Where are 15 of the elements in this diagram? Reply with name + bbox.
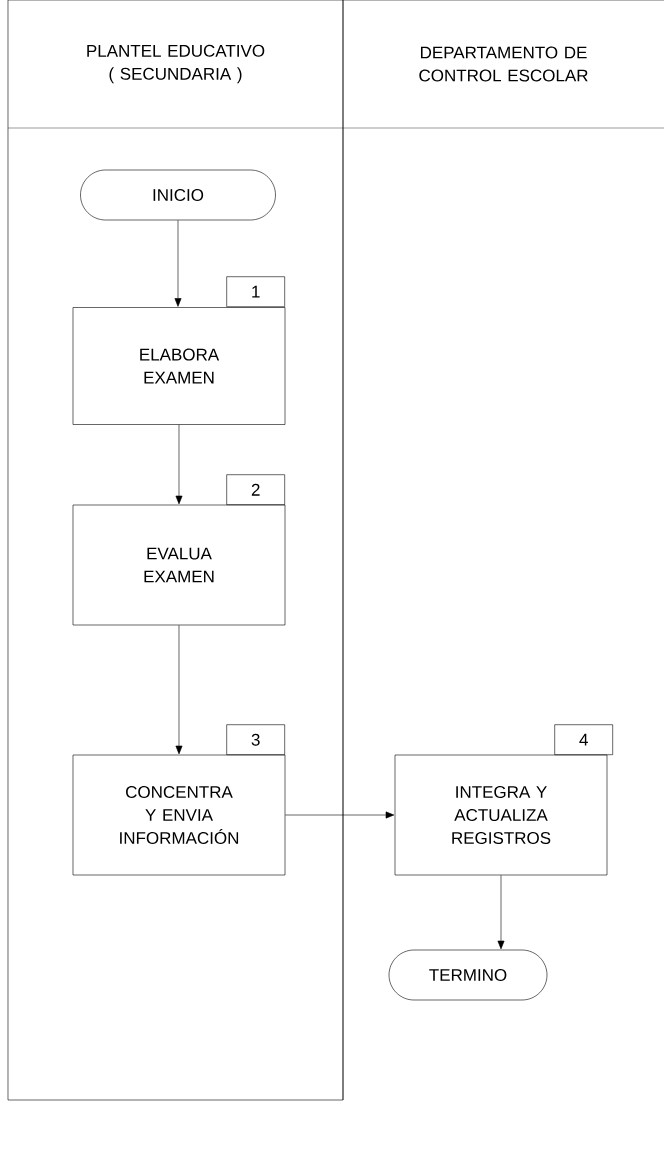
- process-box: ELABORA EXAMEN: [72, 307, 286, 425]
- process-box: EVALUA EXAMEN: [72, 504, 286, 626]
- arrow: [497, 875, 505, 950]
- arrow: [174, 220, 182, 307]
- process-box: CONCENTRA Y ENVIA INFORMACIÓN: [72, 754, 286, 876]
- step-number: 4: [554, 724, 613, 755]
- step-number: 2: [226, 474, 285, 505]
- step-number: 1: [226, 276, 285, 307]
- step-number: 3: [226, 724, 285, 755]
- arrow: [175, 625, 183, 755]
- terminator: INICIO: [80, 169, 276, 221]
- arrow: [285, 811, 395, 819]
- process-box: INTEGRA Y ACTUALIZA REGISTROS: [394, 754, 608, 876]
- terminator: TERMINO: [388, 949, 548, 1001]
- arrow: [175, 424, 183, 505]
